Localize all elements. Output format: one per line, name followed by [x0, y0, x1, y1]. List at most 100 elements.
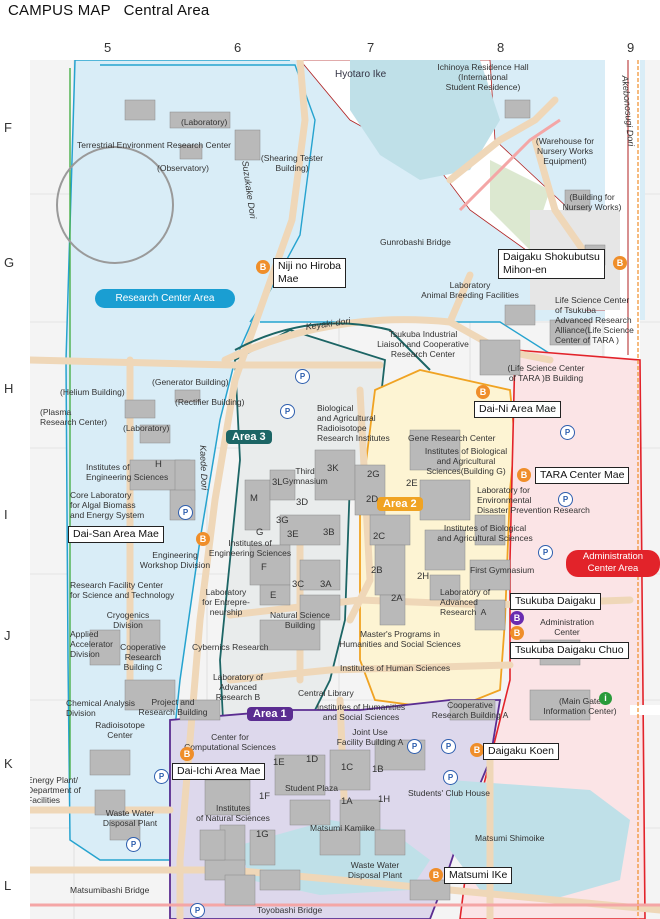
coop-research-c-label: Cooperative Research Building C [120, 642, 166, 672]
bus-stop-dai-san-area-mae[interactable]: Dai-San Area Mae [68, 526, 164, 543]
hyotaro-pond [350, 60, 500, 180]
plasma-center-label: (Plasma Research Center) [40, 407, 108, 427]
inst-bio-g-label: Institutes of Biological and Agricultura… [424, 446, 508, 476]
applied-accelerator-label: Applied Accelerator Division [70, 629, 113, 659]
inst-engineering2-label: Institutes of Engineering Sciences [208, 538, 292, 558]
building-code-1f: 1F [259, 791, 271, 802]
kaede-dori-label: Kaede Dori [198, 445, 210, 491]
building-code-2e: 2E [406, 478, 418, 489]
bus-stop-tara-center-mae[interactable]: TARA Center Mae [535, 467, 630, 484]
campus-map[interactable]: Research Center Area Area 3 Area 2 Area … [30, 60, 660, 919]
column-header-5: 5 [104, 40, 112, 55]
bus-stop-niji-no-hiroba-mae[interactable]: Niji no Hiroba Mae [273, 258, 347, 288]
radioisotope-center-label: Radioisotope Center [95, 720, 145, 740]
life-science-center-label: Life Science Center of Tsukuba Advanced … [555, 295, 634, 345]
area1-tag[interactable]: Area 1 [247, 707, 293, 721]
research-facility-center-label: Research Facility Center for Science and… [70, 580, 175, 600]
parking-icon: P [560, 425, 575, 440]
inst-engineering-label: Institutes of Engineering Sciences [86, 462, 169, 482]
building-code-1a: 1A [341, 796, 353, 807]
toyobashi-bridge-label: Toyobashi Bridge [257, 905, 323, 915]
bus-stop-matsumi-ike[interactable]: Matsumi IKe [444, 867, 513, 884]
bus-stop-icon[interactable]: B [196, 532, 210, 546]
building-code-e: E [270, 590, 277, 601]
info-icon[interactable]: i [599, 692, 612, 705]
column-header-9: 9 [627, 40, 635, 55]
parking-icon: P [190, 903, 205, 918]
building-code-3l: 3L [272, 477, 283, 488]
bus-stop-icon[interactable]: B [256, 260, 270, 274]
matsumibashi-bridge-label: Matsumibashi Bridge [70, 885, 150, 895]
row-header-i: I [4, 507, 8, 522]
inst-human-sciences-label: Institutes of Human Sciences [340, 663, 451, 673]
bus-stop-icon[interactable]: B [517, 468, 531, 482]
chemical-analysis-label: Chemical Analysis Division [66, 698, 135, 718]
bus-stop-daigaku-shokubutsu[interactable]: Daigaku Shokubutsu Mihon-en [498, 249, 605, 279]
bus-stop-icon[interactable]: B [180, 747, 194, 761]
warehouse-label: (Warehouse for Nursery Works Equipment) [535, 136, 595, 166]
parking-icon: P [126, 837, 141, 852]
gunrobashi-bridge-label: Gunrobashi Bridge [380, 237, 451, 247]
area2-tag[interactable]: Area 2 [377, 497, 423, 511]
bus-stop-dai-ichi-area-mae[interactable]: Dai-Ichi Area Mae [172, 763, 266, 780]
keyaki-dori-line [234, 322, 431, 371]
column-header-6: 6 [234, 40, 242, 55]
project-research-building-label: Project and Research Building [138, 697, 208, 717]
core-laboratory-label: Core Laboratory for Algal Biomass and En… [70, 490, 145, 520]
building-code-1e: 1E [273, 757, 285, 768]
bus-stop-purple-icon[interactable]: B [510, 611, 524, 625]
area3-tag[interactable]: Area 3 [226, 430, 272, 444]
nursery-building-label: (Building for Nursery Works) [562, 192, 622, 212]
column-header-7: 7 [367, 40, 375, 55]
row-header-l: L [4, 878, 12, 893]
column-header-8: 8 [497, 40, 505, 55]
shearing-tester-label: (Shearing Tester Building) [260, 153, 324, 173]
cybernics-research-label: Cybernics Research [192, 642, 269, 652]
joint-use-facility-label: Joint Use Facility Building A [336, 727, 404, 747]
bus-stop-icon[interactable]: B [470, 743, 484, 757]
row-header-g: G [4, 255, 15, 270]
laboratory-top-label: (Laboratory) [181, 117, 228, 127]
inst-natural-sciences-label: Institutes of Natural Sciences [196, 803, 270, 823]
bus-stop-icon[interactable]: B [476, 385, 490, 399]
row-header-k: K [4, 756, 13, 771]
animal-breeding-label: Laboratory Animal Breeding Facilities [421, 280, 519, 300]
gene-research-label: Gene Research Center [408, 433, 496, 443]
terrestrial-center-label: Terrestrial Environment Research Center [77, 140, 232, 150]
lab-environmental-label: Laboratory for Environmental Disaster Pr… [477, 485, 590, 515]
inst-humanities-label: Institutes of Humanities and Social Scie… [316, 702, 406, 722]
bus-stop-daigaku-koen[interactable]: Daigaku Koen [483, 743, 559, 760]
waste-water-plant2-label: Waste Water Disposal Plant [347, 860, 403, 880]
bus-stop-dai-ni-area-mae[interactable]: Dai-Ni Area Mae [474, 401, 562, 418]
inst-bio-agri-label: Institutes of Biological and Agricultura… [437, 523, 533, 543]
lab-advanced-b-label: Laboratory of Advanced Research B [212, 672, 264, 702]
red-roads [30, 118, 660, 907]
ichinoya-residence-label: Ichinoya Residence Hall (International S… [437, 62, 529, 92]
bus-stop-icon[interactable]: B [429, 868, 443, 882]
building-code-3c: 3C [292, 579, 305, 590]
parking-icon: P [441, 739, 456, 754]
industrial-liaison-label: Tsukuba Industrial Liaison and Cooperati… [377, 329, 469, 359]
rectifier-building-label: (Rectifier Building) [175, 397, 245, 407]
research-center-area-pill[interactable]: Research Center Area [95, 289, 235, 308]
laboratory-mid-label: (Laboratory) [123, 423, 170, 433]
first-gymnasium-label: First Gymnasium [470, 565, 535, 575]
parking-icon: P [538, 545, 553, 560]
building-code-2c: 2C [373, 531, 386, 542]
administration-center-label: Administration Center [540, 617, 594, 637]
row-header-f: F [4, 120, 12, 135]
bus-stop-icon[interactable]: B [613, 256, 627, 270]
admin-area-pill[interactable]: Administration Center Area [566, 550, 660, 577]
building-code-3a: 3A [320, 579, 332, 590]
bus-stop-tsukuba-daigaku-chuo[interactable]: Tsukuba Daigaku Chuo [510, 642, 629, 659]
bus-stop-tsukuba-daigaku[interactable]: Tsukuba Daigaku [510, 593, 601, 610]
building-code-1b: 1B [372, 764, 384, 775]
map-title: CAMPUS MAP Central Area [8, 2, 210, 19]
natural-science-building-label: Natural Science Building [269, 610, 331, 630]
building-code-g: G [256, 527, 264, 538]
matsumi-kamiike-label: Matsumi Kamiike [310, 823, 375, 833]
bio-agri-radioisotope-label: Biological and Agricultural Radioisotope… [317, 403, 390, 443]
third-gymnasium-label: Third Gymnasium [282, 466, 328, 486]
bus-stop-icon[interactable]: B [510, 626, 524, 640]
parking-icon: P [154, 769, 169, 784]
